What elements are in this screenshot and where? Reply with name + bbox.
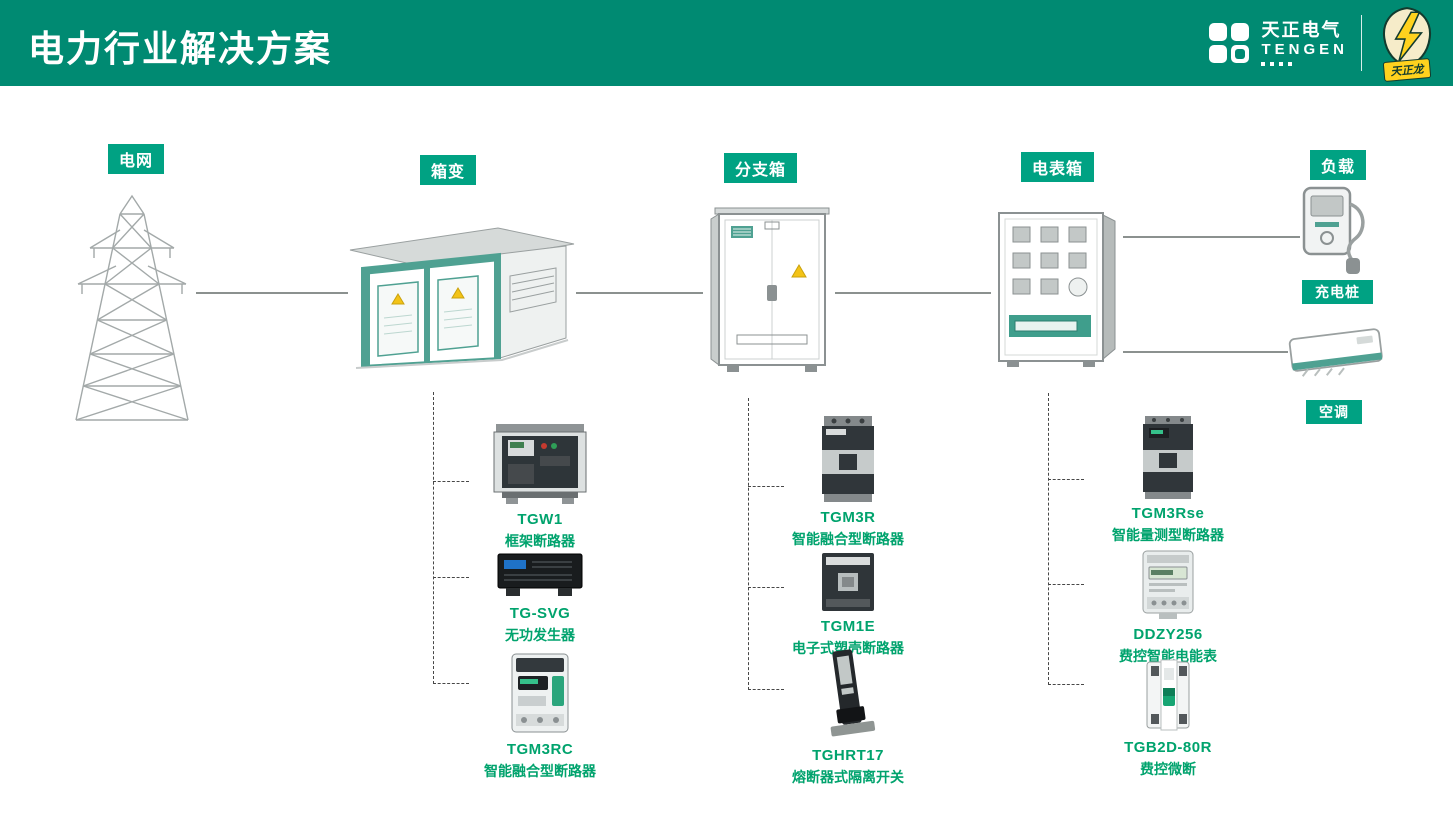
mascot-ribbon-label: 天正龙	[1382, 57, 1432, 83]
product-image-tgm1e	[818, 551, 878, 613]
product-model: TGB2D-80R	[1124, 739, 1212, 756]
node-badge-load: 负载	[1310, 150, 1367, 180]
mascot-badge: 天正龙	[1375, 5, 1439, 83]
product-desc: 智能量测型断路器	[1112, 527, 1224, 543]
product-desc: 智能融合型断路器	[484, 763, 596, 779]
tengen-logo-icon	[1207, 21, 1251, 65]
node-badge-air-conditioner: 空调	[1306, 400, 1362, 424]
connector-grid-transformer	[196, 292, 348, 294]
product-model: TGHRT17	[812, 747, 884, 764]
branch-box-illustration	[703, 203, 835, 384]
product-desc: 框架断路器	[505, 533, 575, 549]
brand-area: 天正电气 TENGEN 天正龙	[1207, 0, 1439, 86]
product-card-ddzy256: DDZY256 费控智能电能表	[1068, 549, 1268, 666]
header-divider	[1361, 15, 1362, 71]
product-card-tgw1: TGW1 框架断路器	[440, 422, 640, 551]
product-card-tgm1e: TGM1E 电子式塑壳断路器	[748, 551, 948, 658]
product-desc: 无功发生器	[505, 627, 575, 643]
connector-meter-charger	[1123, 236, 1300, 238]
node-badge-branch-box: 分支箱	[724, 153, 798, 183]
charging-pile-illustration	[1300, 186, 1370, 281]
dashed-riser-branch	[748, 398, 749, 690]
product-image-tgm3rse	[1137, 414, 1199, 500]
product-image-ddzy256	[1139, 549, 1197, 621]
dashed-stub	[433, 683, 469, 684]
dashed-stub	[748, 486, 784, 487]
brand-tagline-marks	[1261, 61, 1348, 66]
product-model: TGM3R	[820, 509, 876, 526]
product-image-tgm3r	[816, 412, 880, 504]
page-title: 电力行业解决方案	[28, 28, 333, 69]
brand-text: 天正电气 TENGEN	[1261, 20, 1348, 66]
product-card-tg-svg: TG-SVG 无功发生器	[440, 548, 640, 645]
connector-transformer-branch	[576, 292, 703, 294]
dashed-stub	[433, 481, 469, 482]
meter-box-illustration	[991, 203, 1123, 382]
product-image-tgb2d-80r	[1137, 656, 1199, 734]
dashed-stub	[1048, 479, 1084, 480]
product-model: TGM3Rse	[1131, 505, 1205, 522]
dashed-stub	[1048, 684, 1084, 685]
product-desc: 电子式塑壳断路器	[792, 640, 904, 656]
product-image-tghrt17	[818, 646, 878, 742]
dashed-stub	[748, 587, 784, 588]
product-image-tg-svg	[496, 548, 584, 600]
product-image-tgm3rc	[508, 650, 572, 736]
product-desc: 费控微断	[1140, 761, 1196, 777]
product-desc: 费控智能电能表	[1119, 648, 1217, 664]
product-image-tgw1	[492, 422, 588, 506]
product-model: TGM1E	[820, 618, 876, 635]
dashed-stub	[433, 577, 469, 578]
product-desc: 熔断器式隔离开关	[792, 769, 904, 785]
lightning-mascot-icon	[1382, 7, 1432, 67]
air-conditioner-illustration	[1288, 318, 1384, 387]
product-card-tgm3rc: TGM3RC 智能融合型断路器	[440, 650, 640, 781]
product-model: TGW1	[517, 511, 563, 528]
header-bar: 电力行业解决方案 天正电气 TENGEN	[0, 0, 1453, 86]
product-card-tgm3r: TGM3R 智能融合型断路器	[748, 412, 948, 549]
product-model: DDZY256	[1133, 626, 1203, 643]
node-badge-charging-pile: 充电桩	[1302, 280, 1373, 304]
box-transformer-illustration	[348, 206, 576, 381]
product-model: TGM3RC	[506, 741, 574, 758]
product-desc: 智能融合型断路器	[792, 531, 904, 547]
product-card-tghrt17: TGHRT17 熔断器式隔离开关	[748, 646, 948, 787]
dashed-riser-meter	[1048, 393, 1049, 685]
node-badge-transformer: 箱变	[420, 155, 477, 185]
dashed-stub	[748, 689, 784, 690]
dashed-stub	[1048, 584, 1084, 585]
brand-name-cn: 天正电气	[1261, 20, 1342, 41]
connector-branch-meter	[835, 292, 991, 294]
product-card-tgm3rse: TGM3Rse 智能量测型断路器	[1068, 414, 1268, 545]
product-model: TG-SVG	[509, 605, 571, 622]
dashed-riser-transformer	[433, 392, 434, 684]
transmission-tower-illustration	[46, 186, 218, 429]
node-badge-grid: 电网	[108, 144, 165, 174]
connector-meter-ac	[1123, 351, 1288, 353]
brand-name-en: TENGEN	[1261, 40, 1348, 58]
product-card-tgb2d-80r: TGB2D-80R 费控微断	[1068, 656, 1268, 779]
node-badge-meter-box: 电表箱	[1021, 152, 1095, 182]
